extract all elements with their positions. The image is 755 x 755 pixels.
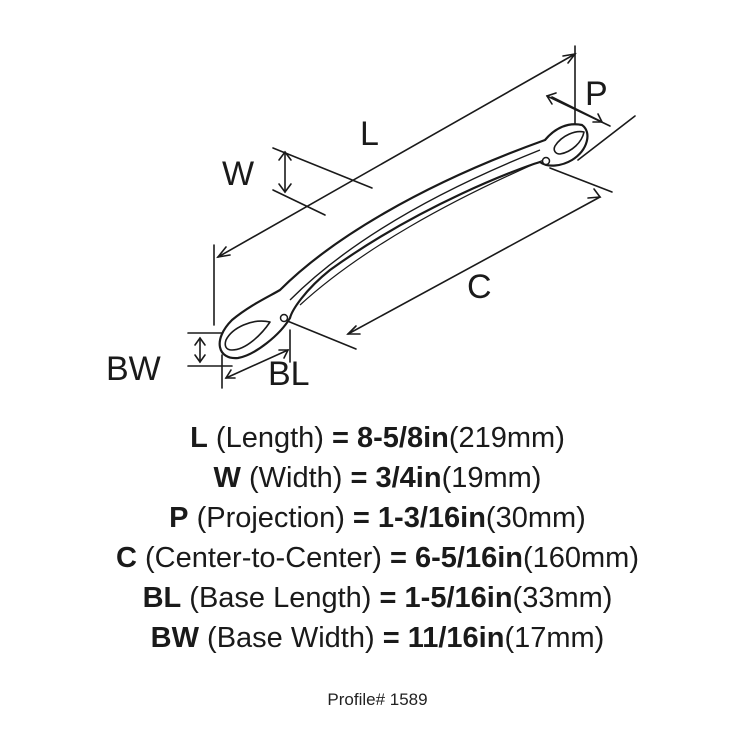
specifications-list: L (Length) = 8-5/8in(219mm) W (Width) = … [0, 418, 755, 658]
label-base-length: BL [268, 355, 310, 393]
spec-length: L (Length) = 8-5/8in(219mm) [190, 422, 565, 454]
base-length-dimension-line [221, 329, 291, 389]
spec-base-width: BW (Base Width) = 11/16in(17mm) [150, 622, 605, 654]
length-dimension-line [213, 45, 577, 326]
spec-base-length: BL (Base Length) = 1-5/16in(33mm) [142, 582, 613, 614]
center-dimension-line [279, 167, 613, 350]
width-dimension-line [272, 147, 373, 216]
handle-dimension-drawing: L W P C BL BW [106, 45, 636, 393]
spec-projection: P (Projection) = 1-3/16in(30mm) [169, 502, 586, 534]
label-width: W [222, 155, 254, 193]
label-base-width: BW [106, 350, 161, 388]
projection-dimension-line [545, 92, 636, 161]
label-center: C [467, 268, 492, 306]
spec-center-to-center: C (Center-to-Center) = 6-5/16in(160mm) [116, 542, 639, 574]
label-length: L [360, 115, 379, 153]
base-width-dimension-line [187, 332, 233, 367]
profile-number: Profile# 1589 [327, 690, 428, 709]
handle-outline [218, 123, 589, 360]
label-projection: P [585, 75, 608, 113]
spec-width: W (Width) = 3/4in(19mm) [213, 462, 542, 494]
